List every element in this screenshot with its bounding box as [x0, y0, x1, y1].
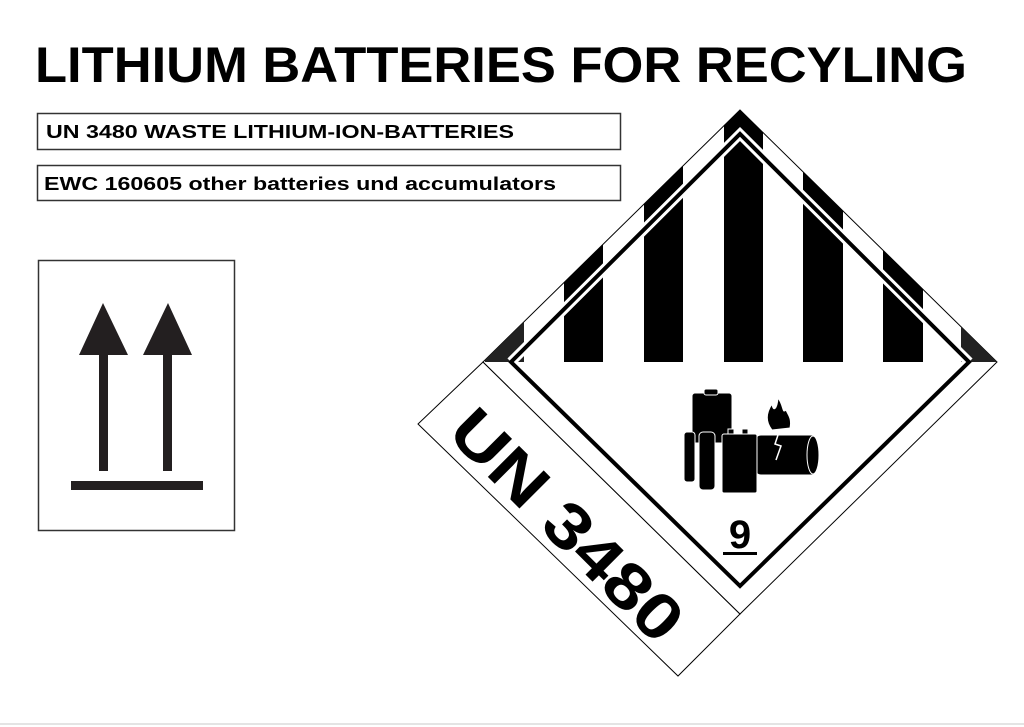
page-title: LITHIUM BATTERIES FOR RECYLING [35, 37, 967, 93]
hazard-class-number: 9 [729, 513, 751, 557]
this-way-up-label [37, 259, 236, 532]
info-box-ewc-code: EWC 160605 other batteries und accumulat… [36, 164, 622, 202]
this-way-up-arrows-icon [71, 303, 203, 490]
info-box-un-number: UN 3480 WASTE LITHIUM-ION-BATTERIES [36, 112, 622, 151]
lithium-battery-fire-icon [683, 388, 820, 494]
class-number-underline [723, 552, 757, 555]
info-box-text: EWC 160605 other batteries und accumulat… [44, 174, 556, 194]
info-box-text: UN 3480 WASTE LITHIUM-ION-BATTERIES [46, 122, 514, 142]
